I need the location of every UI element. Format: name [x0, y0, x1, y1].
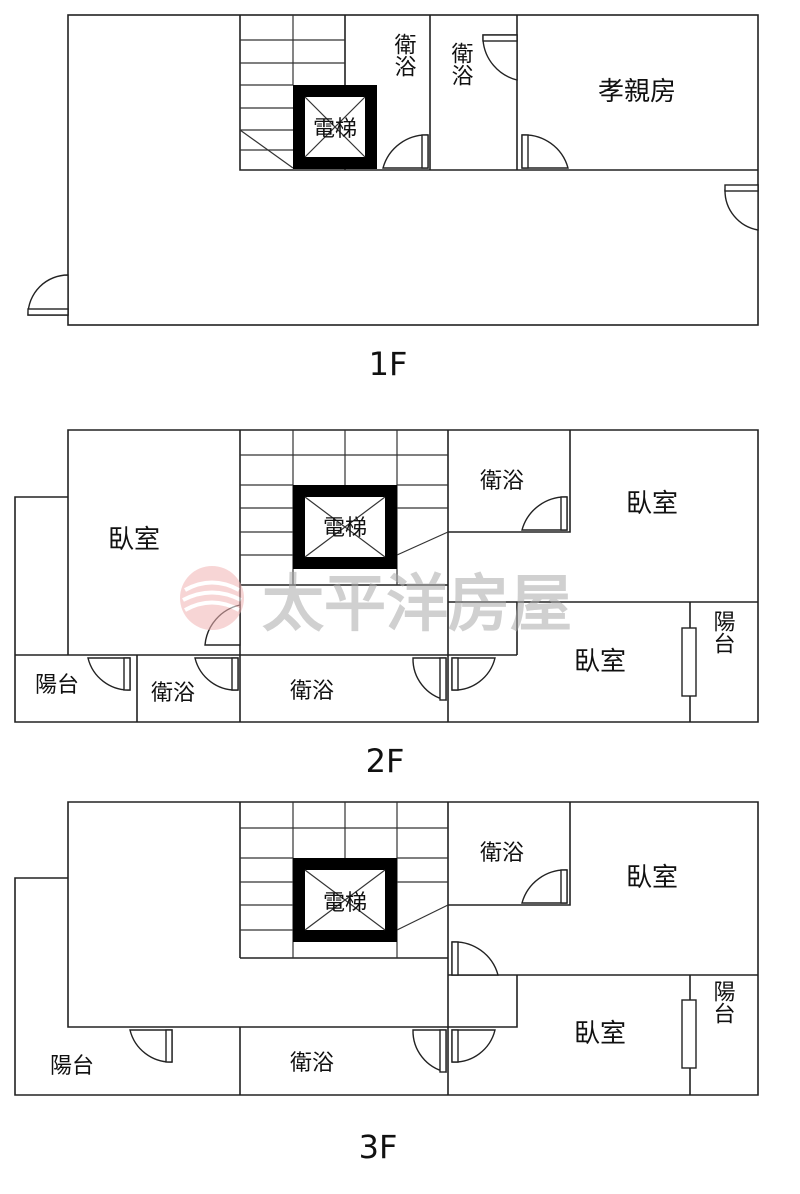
room-parent: 孝親房: [598, 77, 676, 107]
room-bath: 衛浴: [290, 1051, 334, 1076]
staircase: [239, 15, 345, 169]
room-balcony: 陽台: [710, 610, 735, 654]
door: [87, 496, 697, 701]
elevator: 電梯: [293, 85, 377, 169]
elevator: 電梯: [293, 485, 397, 569]
room-bedroom: 臥室: [574, 647, 626, 677]
room-bedroom: 臥室: [108, 525, 160, 555]
elevator-label: 電梯: [323, 516, 367, 541]
floor-3f: 電梯 衛浴 臥室 臥室 陽台 陽台 衛浴 3F: [14, 801, 759, 1166]
floor-label: 2F: [366, 742, 405, 780]
room-balcony: 陽台: [35, 673, 79, 698]
elevator: 電梯: [293, 858, 397, 942]
elevator-label: 電梯: [323, 891, 367, 916]
room-bedroom: 臥室: [626, 863, 678, 893]
floor-label: 3F: [359, 1128, 398, 1166]
floor-1f: 電梯 衛浴 衛浴 孝親房 1F: [27, 14, 759, 383]
room-bath: 衛浴: [480, 469, 524, 494]
door: [129, 869, 697, 1073]
door: [27, 34, 759, 316]
watermark-logo-icon: [180, 566, 244, 630]
room-bedroom: 臥室: [574, 1019, 626, 1049]
elevator-label: 電梯: [313, 117, 357, 142]
room-bedroom: 臥室: [626, 489, 678, 519]
room-bath: 衛浴: [480, 841, 524, 866]
watermark: 太平洋房屋: [262, 567, 572, 640]
room-balcony: 陽台: [50, 1054, 94, 1079]
room-bath: 衛浴: [448, 42, 474, 86]
room-bath: 衛浴: [391, 33, 417, 77]
room-bath: 衛浴: [151, 681, 195, 706]
floor-2f: 電梯 臥室 衛浴 臥室 臥室 陽台 陽台 衛浴 衛浴 太平洋房屋 2F: [14, 429, 759, 780]
floor-label: 1F: [369, 345, 408, 383]
room-bath: 衛浴: [290, 679, 334, 704]
staircase: [240, 802, 449, 958]
room-balcony: 陽台: [710, 980, 735, 1024]
